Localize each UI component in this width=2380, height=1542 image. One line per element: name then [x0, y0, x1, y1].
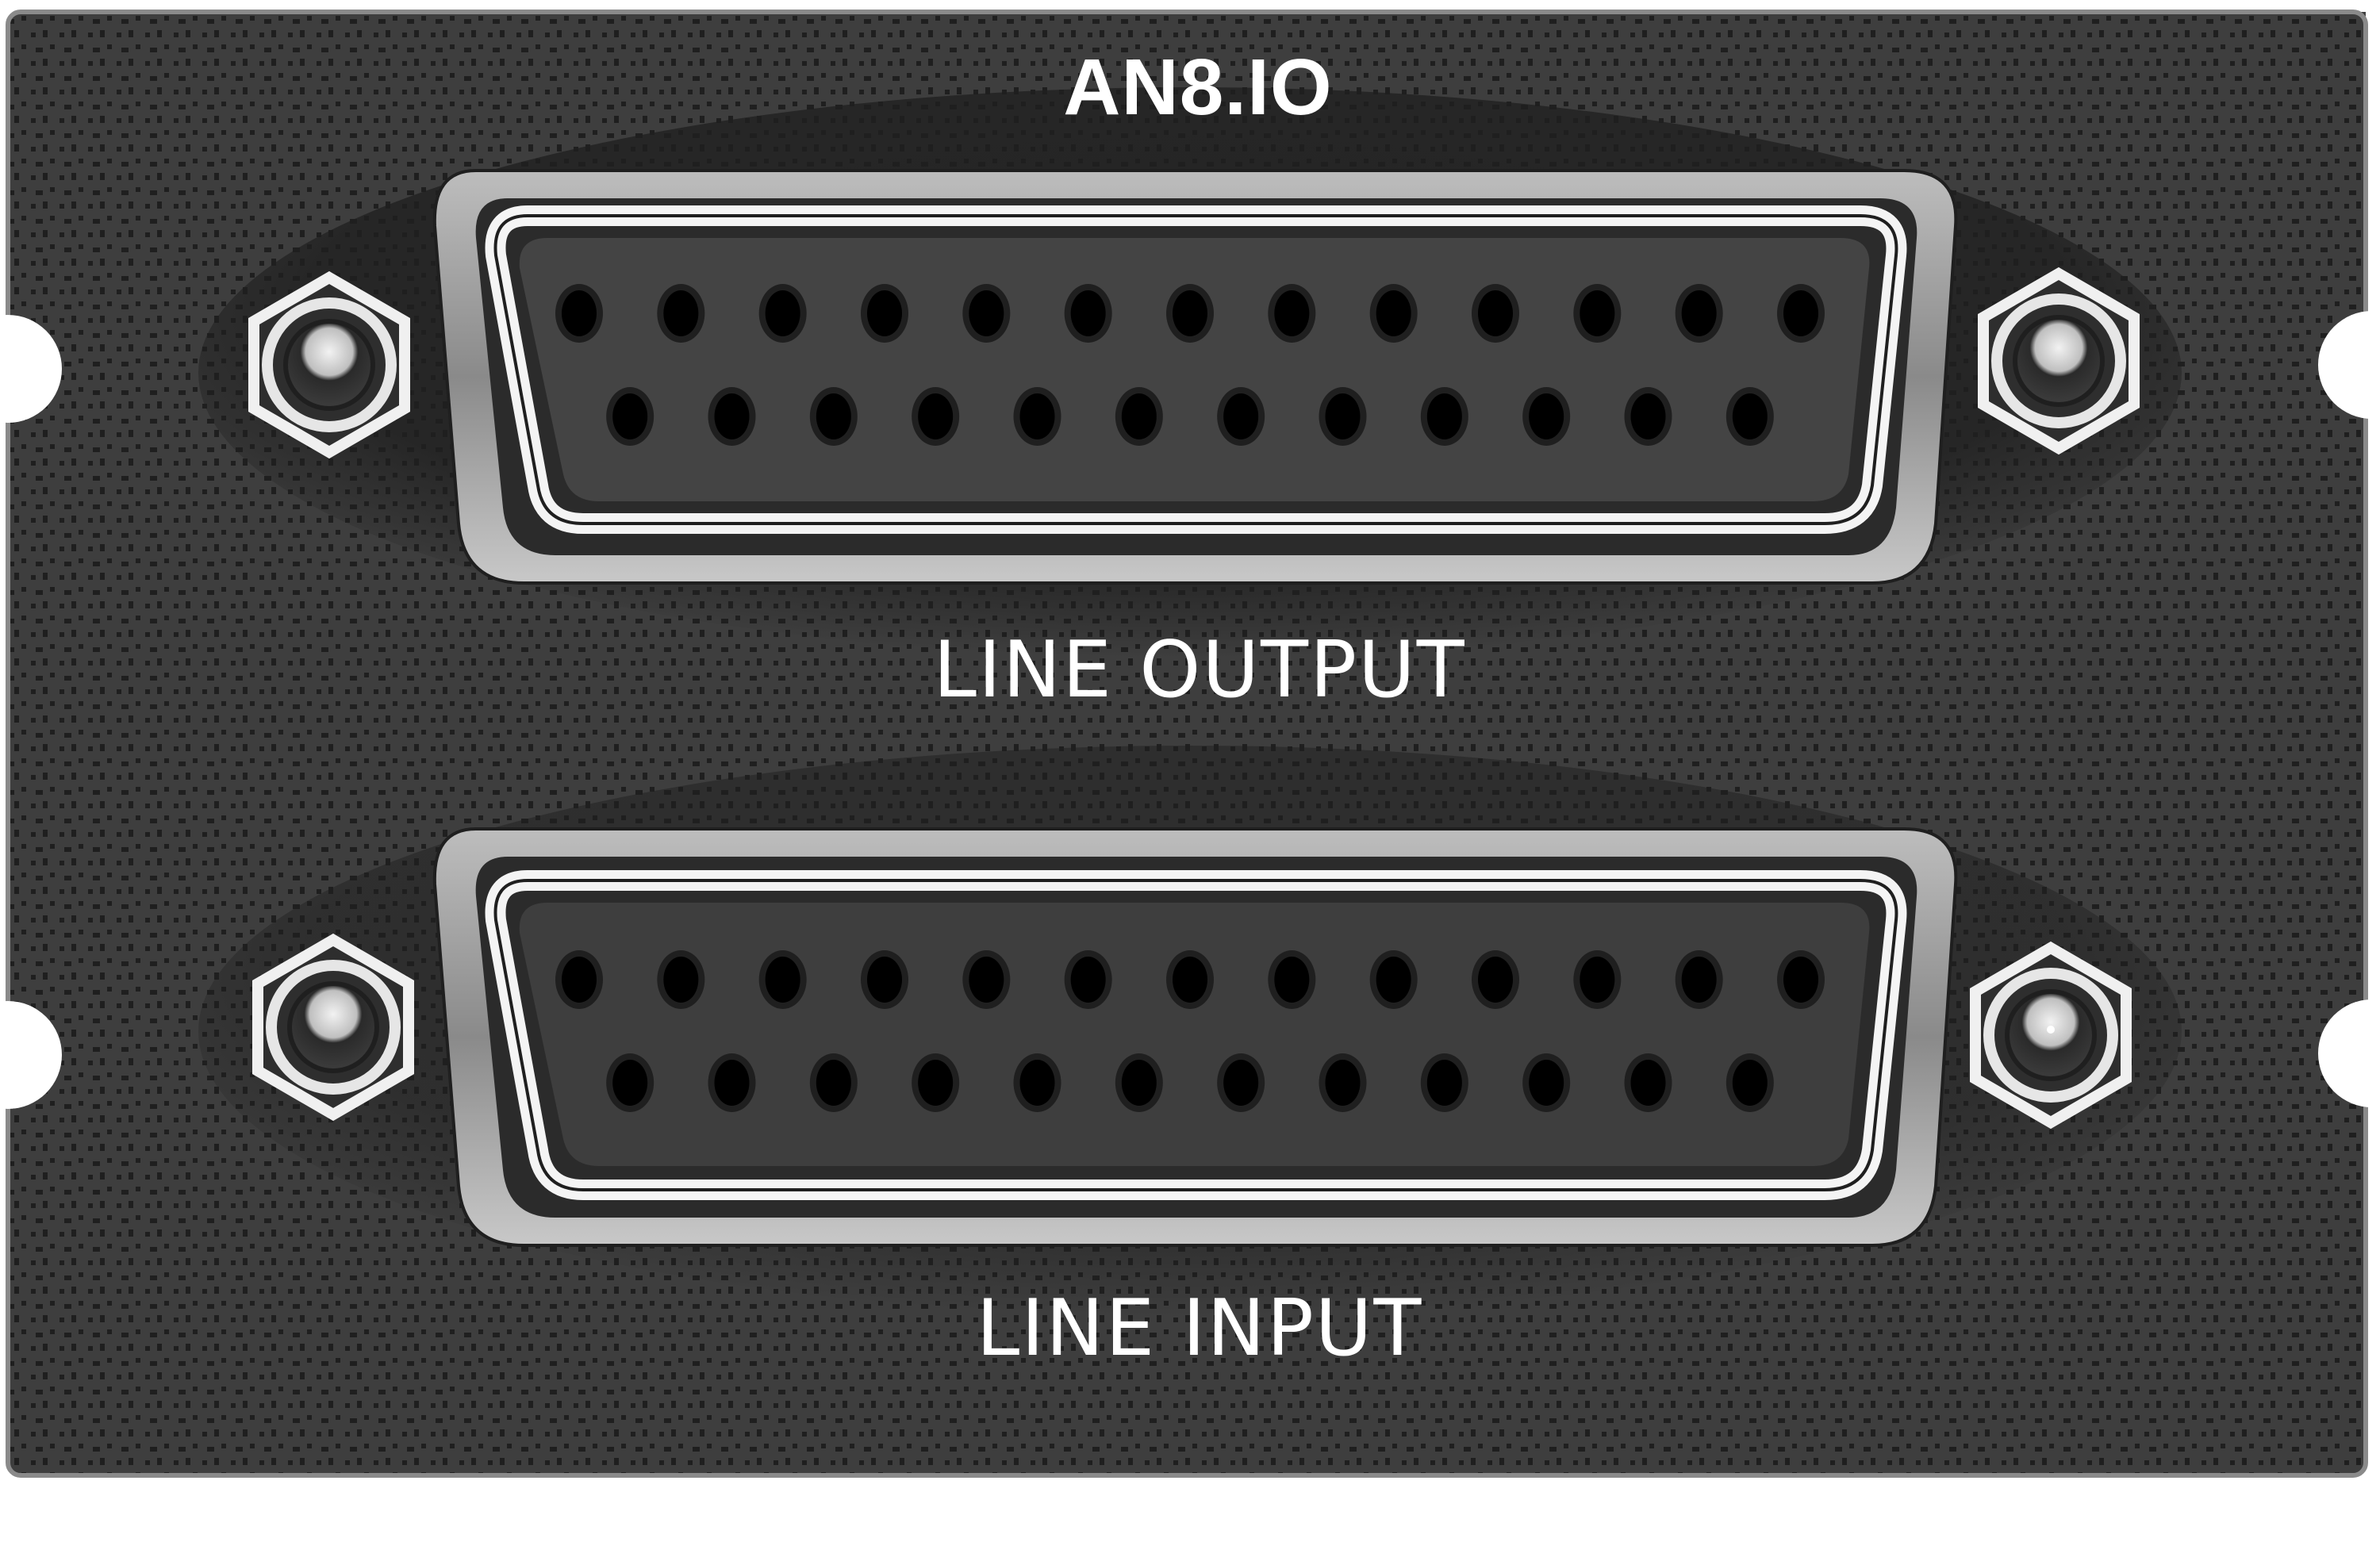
left-notch-top: [0, 315, 62, 423]
model-title: AN8.IO: [1063, 43, 1333, 132]
line-input-db25-connector[interactable]: [432, 827, 1958, 1247]
jackscrew-input-right: [1970, 941, 2132, 1130]
line-input-pin-grid: [555, 950, 1825, 1112]
line-output-pin-grid: [555, 284, 1825, 446]
left-notch-bottom: [0, 1001, 62, 1109]
line-output-label: LINE OUTPUT: [933, 625, 1466, 715]
right-notch-bottom: [2318, 999, 2380, 1107]
jackscrew-output-right: [1978, 267, 2140, 455]
jackscrew-output-left: [248, 270, 410, 459]
jackscrew-input-left: [252, 933, 414, 1122]
line-output-db25-connector[interactable]: [432, 169, 1958, 585]
right-notch-top: [2318, 311, 2380, 419]
line-input-label: LINE INPUT: [976, 1283, 1423, 1374]
